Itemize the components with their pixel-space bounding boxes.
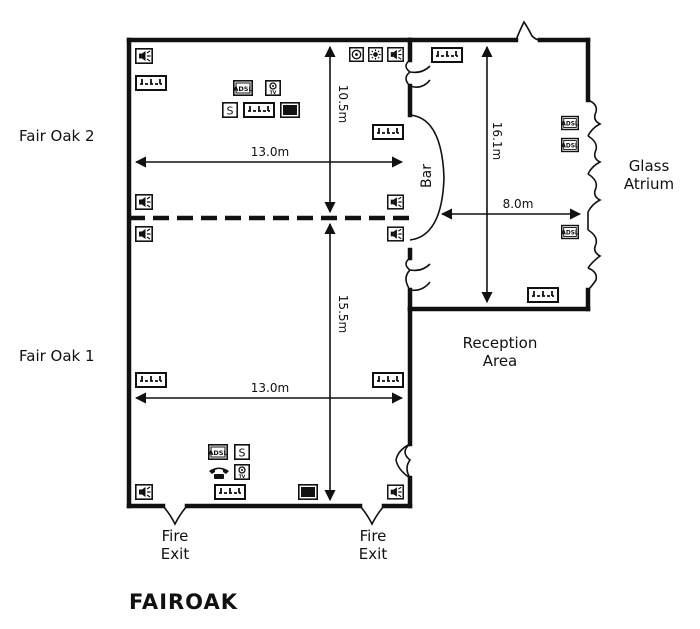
dim-fo2-depth: 10.5m — [336, 85, 350, 123]
glass-partition — [395, 59, 431, 479]
screen-icon — [280, 102, 300, 118]
power-socket-icon — [430, 47, 464, 63]
power-socket-icon — [135, 75, 167, 91]
room-label-fair-oak-2: Fair Oak 2 — [19, 127, 95, 145]
power-socket-icon — [214, 484, 246, 500]
reception-line1: Reception — [462, 334, 538, 352]
fire-exit-left-line1: Fire — [161, 527, 189, 545]
fire-exit-right-label: Fire Exit — [343, 527, 403, 563]
screen-icon — [298, 484, 318, 500]
atrium-top-door — [515, 20, 541, 41]
fire-exit-right-line2: Exit — [358, 545, 388, 563]
webcam-icon — [349, 47, 364, 62]
reception-line2: Area — [482, 352, 518, 370]
speaker-icon — [387, 194, 404, 210]
speaker-icon — [135, 48, 153, 64]
power-socket-icon — [135, 372, 167, 388]
tv-icon — [234, 464, 250, 480]
tv-icon — [265, 80, 281, 96]
speaker-icon — [135, 226, 153, 242]
power-socket-icon — [527, 287, 559, 303]
room-label-fair-oak-1: Fair Oak 1 — [19, 347, 95, 365]
speaker-icon — [135, 194, 153, 210]
venue-title: FAIROAK — [129, 590, 238, 614]
adsl-icon — [561, 224, 579, 240]
s-socket-icon — [234, 444, 250, 460]
glass-atrium-line1: Glass — [628, 157, 670, 175]
glass-atrium-line2: Atrium — [623, 175, 675, 193]
speaker-icon — [387, 484, 404, 500]
dimension-lines — [134, 45, 582, 502]
fire-exit-left-label: Fire Exit — [145, 527, 205, 563]
speaker-icon — [387, 226, 404, 242]
fire-exit-door-right — [359, 505, 385, 526]
adsl-icon — [561, 115, 579, 131]
room-label-glass-atrium: Glass Atrium — [614, 157, 684, 193]
power-socket-icon — [372, 372, 404, 388]
glass-atrium-wall — [587, 99, 602, 291]
dim-atrium-width: 8.0m — [503, 197, 534, 211]
speaker-icon — [135, 484, 153, 500]
fire-exit-right-line1: Fire — [359, 527, 387, 545]
fire-exit-door-left — [162, 505, 188, 526]
room-label-reception-area: Reception Area — [450, 334, 550, 370]
dim-atrium-depth: 16.1m — [490, 122, 504, 160]
dim-fo2-width: 13.0m — [251, 145, 289, 159]
adsl-icon — [233, 80, 253, 96]
dim-fo1-width: 13.0m — [251, 381, 289, 395]
phone-icon — [209, 467, 229, 479]
fire-exit-left-line2: Exit — [160, 545, 190, 563]
s-socket-icon — [222, 102, 238, 118]
light-icon — [368, 47, 383, 62]
adsl-icon — [208, 444, 228, 460]
speaker-icon — [387, 47, 404, 62]
power-socket-icon — [242, 102, 276, 118]
dim-fo1-depth: 15.5m — [336, 295, 350, 333]
power-socket-icon — [372, 124, 404, 140]
adsl-icon — [561, 137, 579, 153]
bar-label: Bar — [419, 164, 435, 188]
walls — [126, 37, 591, 509]
bar-counter — [409, 114, 445, 241]
